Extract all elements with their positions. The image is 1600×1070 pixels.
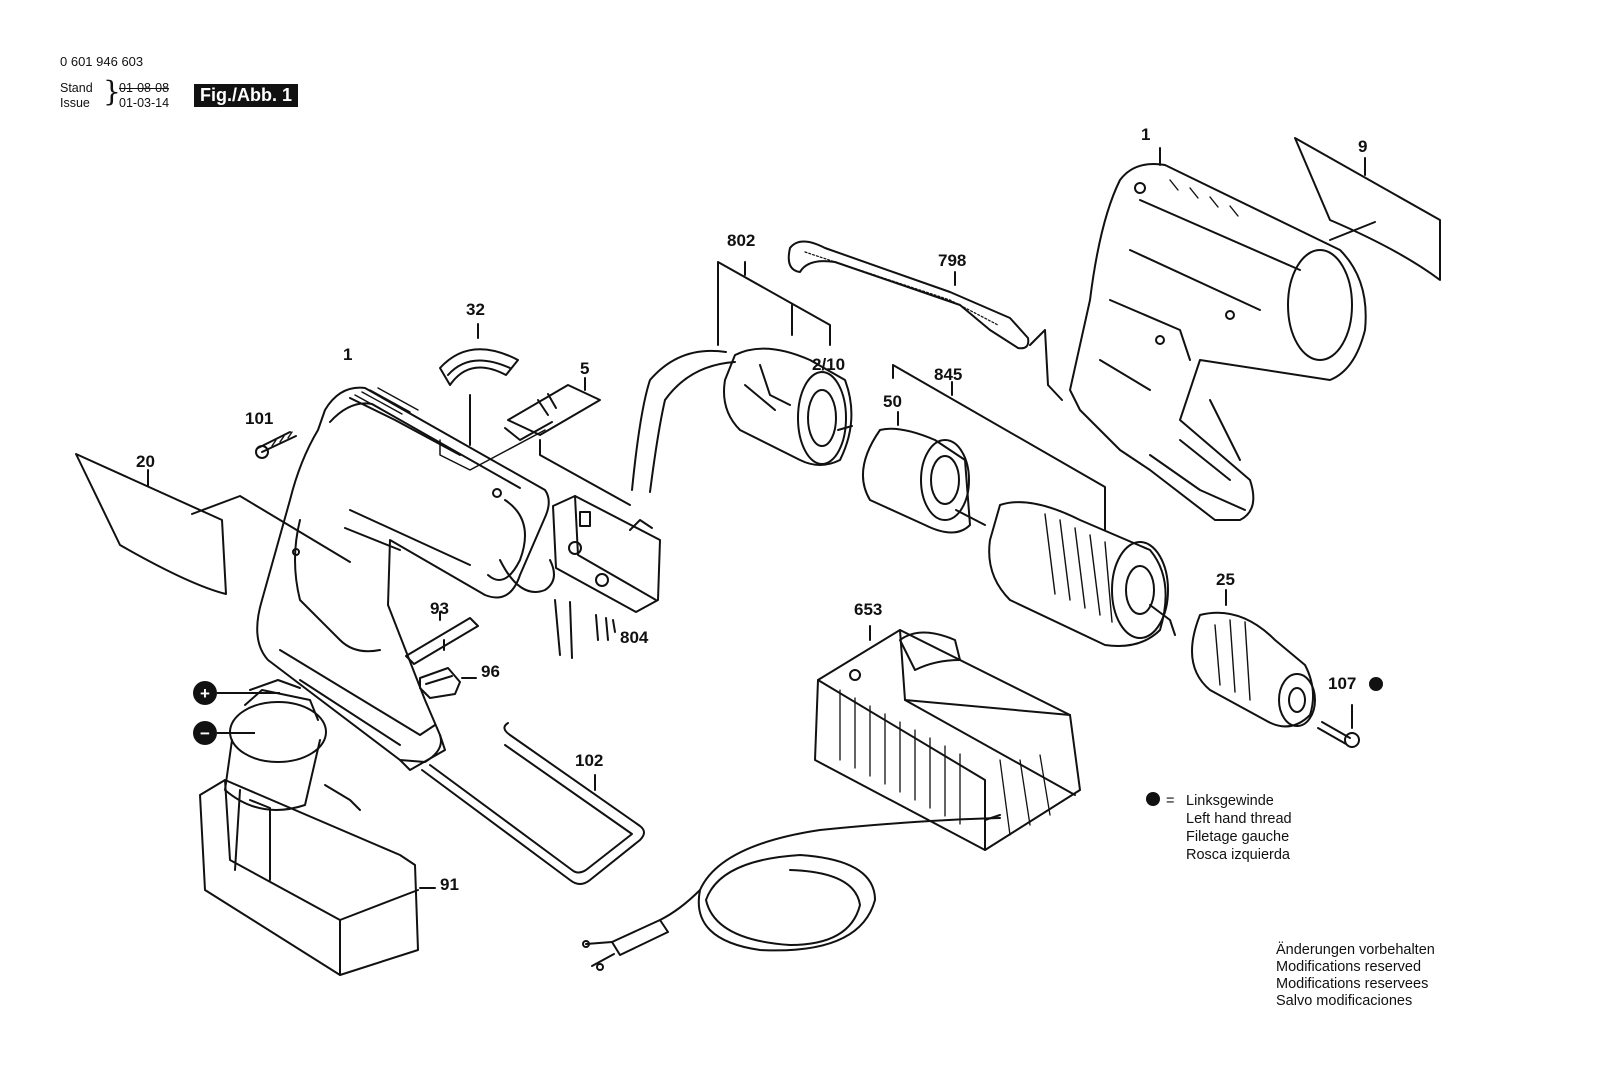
screw-107: [1317, 704, 1360, 748]
callout-93: 93: [430, 599, 449, 618]
power-cord: [582, 817, 1001, 971]
callout-107: 107: [1328, 674, 1356, 693]
notice-line-en: Modifications reserved: [1276, 959, 1422, 975]
notice-line-fr: Modifications reservees: [1276, 976, 1429, 992]
callout-2-10: 2/10: [812, 355, 845, 374]
legend-line-de: Linksgewinde: [1186, 793, 1274, 809]
legend-line-fr: Filetage gauche: [1186, 829, 1290, 845]
new-date: 01-03-14: [119, 96, 170, 110]
callout-804: 804: [620, 628, 649, 647]
callout-25: 25: [1216, 570, 1235, 589]
slide-switch-5: [504, 377, 631, 506]
notice-line-de: Änderungen vorbehalten: [1276, 942, 1435, 958]
housing-right-half: [1069, 147, 1367, 521]
callout-802: 802: [727, 231, 755, 250]
housing-left-half: [256, 386, 555, 771]
old-date: 01-08-08: [119, 81, 170, 95]
screw-101: [255, 431, 297, 459]
charger-653: [814, 625, 1081, 851]
date-brace: }: [103, 75, 121, 108]
figure-label: Fig./Abb. 1: [194, 84, 298, 107]
callout-9: 9: [1358, 137, 1367, 156]
legend-line-es: Rosca izquierda: [1186, 847, 1290, 863]
callout-1-right: 1: [1141, 125, 1150, 144]
legend-line-en: Left hand thread: [1186, 811, 1292, 827]
part-number: 0 601 946 603: [60, 54, 144, 69]
callout-653: 653: [854, 600, 882, 619]
legend-dot: [1146, 792, 1160, 806]
callout-845: 845: [934, 365, 962, 384]
minus-terminal-marker: [193, 721, 217, 745]
label-sheet-20: [75, 453, 351, 595]
cap-32: [439, 323, 519, 446]
stand-label: Stand: [60, 81, 93, 95]
battery-terminal-markers: + −: [193, 681, 280, 745]
callout-96: 96: [481, 662, 500, 681]
thread-legend: Linksgewinde Left hand thread Filetage g…: [1186, 792, 1292, 864]
modifications-notice: Änderungen vorbehalten Modifications res…: [1276, 942, 1435, 1010]
bit-holder-96: [419, 667, 477, 699]
minus-sign: −: [200, 724, 210, 743]
plus-sign: +: [200, 684, 210, 703]
bit-93: [405, 611, 479, 665]
callout-20: 20: [136, 452, 155, 471]
switch-804: [552, 495, 661, 659]
callout-50: 50: [883, 392, 902, 411]
callout-101: 101: [245, 409, 273, 428]
callout-5: 5: [580, 359, 589, 378]
plus-terminal-marker: [193, 681, 217, 705]
callout-798: 798: [938, 251, 966, 270]
callout-102: 102: [575, 751, 603, 770]
callout-32: 32: [466, 300, 485, 319]
strap-798: [787, 240, 1063, 401]
legend-equals: =: [1166, 793, 1175, 809]
wire-clip-102: [421, 722, 645, 885]
battery-pack-91: [199, 679, 436, 976]
ring-gear-50: [862, 411, 986, 534]
callout-1-left: 1: [343, 345, 352, 364]
notice-line-es: Salvo modificaciones: [1276, 993, 1413, 1009]
label-sheet-9: [1294, 137, 1441, 281]
left-thread-dot-107: [1369, 677, 1383, 691]
chuck-25: [1191, 589, 1316, 728]
callout-91: 91: [440, 875, 459, 894]
gearbox-845: [892, 364, 1176, 647]
issue-label: Issue: [60, 96, 90, 110]
motor-802: [631, 261, 853, 493]
